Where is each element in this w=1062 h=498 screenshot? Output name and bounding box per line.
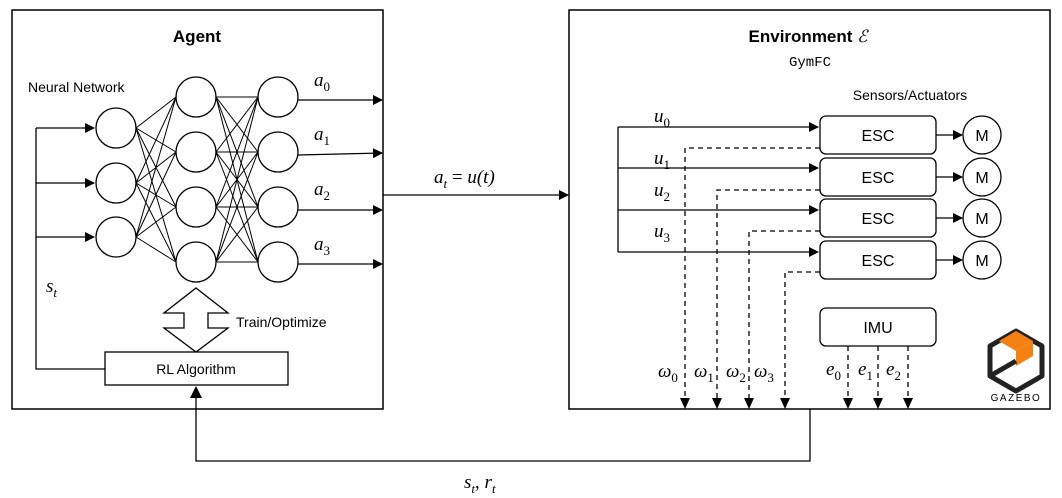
- action-label: a0: [314, 70, 330, 94]
- environment-subtitle: GymFC: [789, 55, 831, 71]
- omega-arrowhead: [780, 398, 790, 409]
- motor-node: [962, 115, 1002, 155]
- error-feedback-lines: [847, 346, 909, 404]
- error-arrowhead: [903, 398, 913, 409]
- esc-label: ESC: [862, 253, 895, 270]
- hidden-node: [175, 76, 217, 118]
- input-label: u0: [654, 106, 670, 130]
- environment-title: Environment ℰ: [749, 27, 870, 47]
- state-label: st: [46, 276, 57, 300]
- gazebo-logo-text: GAZEBO: [991, 393, 1042, 404]
- action-link-label: at = u(t): [434, 167, 495, 191]
- input-node: [95, 216, 137, 258]
- input-label: u1: [654, 148, 670, 172]
- state-input-lines: [35, 128, 105, 370]
- motor-label: M: [975, 128, 988, 145]
- sensors-label: Sensors/Actuators: [853, 87, 967, 103]
- output-node: [257, 241, 299, 283]
- omega-label: ω1: [694, 361, 714, 385]
- esc-label: ESC: [862, 128, 895, 145]
- feedback-label: st, rt: [464, 472, 496, 496]
- imu-label: IMU: [863, 320, 892, 337]
- omega-feedback-lines: [684, 147, 820, 404]
- error-arrowhead: [843, 398, 853, 409]
- hidden-node: [175, 241, 217, 283]
- omega-arrowhead: [712, 398, 722, 409]
- esc-label: ESC: [862, 211, 895, 228]
- input-node: [95, 162, 137, 204]
- omega-label: ω2: [726, 361, 746, 385]
- omega-label: ω0: [658, 361, 678, 385]
- output-node: [257, 131, 299, 173]
- omega-label: ω3: [754, 361, 774, 385]
- agent-title: Agent: [173, 27, 222, 46]
- neural-network-label: Neural Network: [28, 79, 125, 95]
- feedback-arrowhead: [190, 386, 202, 398]
- esc-label: ESC: [862, 170, 895, 187]
- action-label: a3: [314, 234, 330, 258]
- train-label: Train/Optimize: [236, 314, 327, 330]
- omega-arrowhead: [744, 398, 754, 409]
- action-label: a2: [314, 179, 330, 203]
- motor-label: M: [975, 211, 988, 228]
- action-arrow: [297, 148, 383, 159]
- motor-label: M: [975, 253, 988, 270]
- network-edges: [135, 96, 259, 263]
- omega-arrowhead: [680, 398, 690, 409]
- input-node: [95, 107, 137, 149]
- action-label: a1: [314, 124, 330, 148]
- motor-label: M: [975, 170, 988, 187]
- motor-node: [962, 157, 1002, 197]
- error-label: e1: [858, 359, 873, 383]
- rl-algorithm-box: [104, 351, 289, 386]
- feedback-loop-line: [195, 391, 811, 462]
- rl-algorithm-label: RL Algorithm: [156, 361, 236, 377]
- hidden-node: [175, 131, 217, 173]
- output-node: [257, 186, 299, 228]
- gazebo-logo-icon: GAZEBO: [987, 328, 1045, 404]
- hidden-node: [175, 186, 217, 228]
- error-label: e2: [886, 359, 901, 383]
- input-label: u2: [654, 180, 670, 204]
- motor-node: [962, 240, 1002, 280]
- error-label: e0: [826, 359, 841, 383]
- error-arrowhead: [873, 398, 883, 409]
- input-label: u3: [654, 221, 670, 245]
- motor-node: [962, 198, 1002, 238]
- output-node: [257, 76, 299, 118]
